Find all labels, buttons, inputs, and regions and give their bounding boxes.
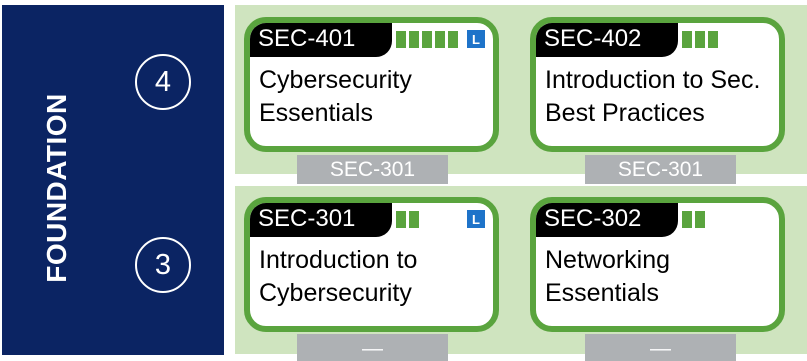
credit-bar [708, 31, 718, 48]
prereq-tab: SEC-301 [297, 155, 448, 184]
level-4-badge: 4 [135, 54, 191, 110]
course-title-line: Cybersecurity [259, 66, 412, 94]
credit-bar [396, 211, 406, 228]
course-code: SEC-402 [536, 23, 678, 57]
credit-bars [396, 211, 419, 228]
credit-bar [409, 31, 419, 48]
course-title-line: Introduction to Sec. [545, 66, 761, 94]
prereq-tab: SEC-301 [585, 155, 736, 184]
credit-bar [682, 31, 692, 48]
course-code: SEC-302 [536, 203, 678, 237]
credit-bars [682, 211, 705, 228]
course-title-line: Networking [545, 246, 671, 274]
prereq-tab: — [585, 334, 736, 361]
tier-label: FOUNDATION [41, 93, 72, 283]
credit-bar [422, 31, 432, 48]
credit-bars [682, 31, 718, 48]
credit-bar [695, 31, 705, 48]
course-code: SEC-401 [250, 23, 392, 57]
credit-bar [409, 211, 419, 228]
prereq-tab: — [297, 334, 448, 361]
course-card-sec-402[interactable]: SEC-402 Introduction to Sec. Best Practi… [530, 17, 785, 152]
course-card-sec-301[interactable]: SEC-301 L Introduction to Cybersecurity [244, 197, 499, 332]
course-code: SEC-301 [250, 203, 392, 237]
course-card-sec-302[interactable]: SEC-302 Networking Essentials [530, 197, 785, 332]
course-title: Cybersecurity Essentials [259, 64, 412, 130]
course-card-sec-401[interactable]: SEC-401 L Cybersecurity Essentials [244, 17, 499, 152]
credit-bar [435, 31, 445, 48]
credit-bar [396, 31, 406, 48]
course-title-line: Essentials [259, 99, 373, 127]
course-title-line: Essentials [545, 279, 659, 307]
course-title-line: Cybersecurity [259, 279, 412, 307]
tier-banner: FOUNDATION 4 3 [2, 5, 224, 355]
credit-bar [695, 211, 705, 228]
course-title-line: Best Practices [545, 99, 705, 127]
credit-bars [396, 31, 458, 48]
course-title: Networking Essentials [545, 244, 670, 310]
level-3-badge: 3 [135, 237, 191, 293]
course-title-line: Introduction to [259, 246, 418, 274]
credit-bar [682, 211, 692, 228]
lab-badge-icon: L [467, 30, 485, 48]
course-title: Introduction to Sec. Best Practices [545, 64, 760, 130]
course-title: Introduction to Cybersecurity [259, 244, 417, 310]
lab-badge-icon: L [467, 210, 485, 228]
credit-bar [448, 31, 458, 48]
